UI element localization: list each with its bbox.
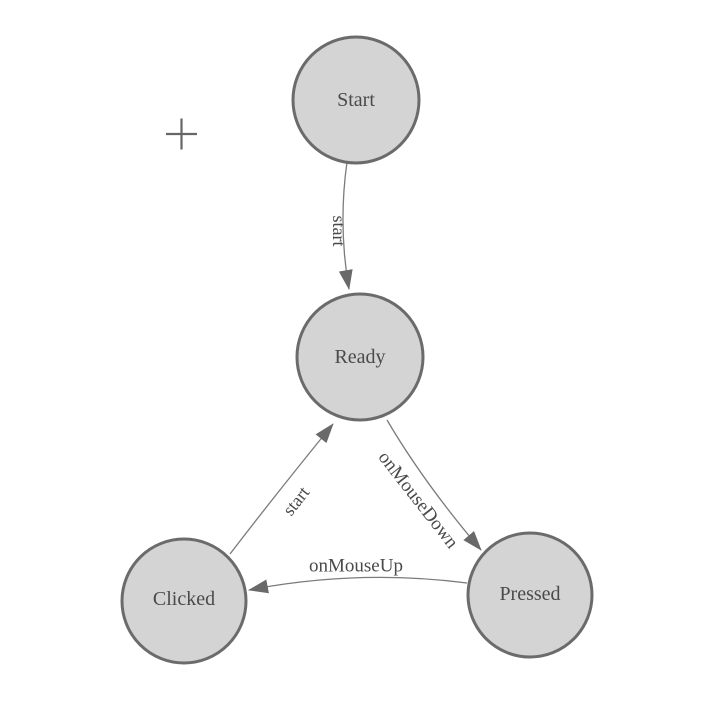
edge-start-to-ready-label: start bbox=[329, 216, 349, 247]
node-pressed-label: Pressed bbox=[499, 583, 560, 605]
edge-clicked-to-ready[interactable]: start bbox=[229, 423, 334, 555]
node-ready-label: Ready bbox=[334, 346, 385, 368]
node-clicked[interactable]: Clicked bbox=[120, 537, 248, 665]
plus-cursor-icon bbox=[166, 118, 197, 150]
edge-ready-to-pressed[interactable]: onMouseDown bbox=[374, 419, 482, 553]
node-ready-circle[interactable] bbox=[295, 292, 425, 422]
node-ready[interactable]: Ready bbox=[295, 292, 425, 422]
edge-start-to-ready[interactable]: start bbox=[329, 161, 353, 290]
edge-ready-to-pressed-label: onMouseDown bbox=[374, 447, 463, 553]
node-start-label: Start bbox=[337, 89, 375, 111]
edge-pressed-to-clicked-label: onMouseUp bbox=[309, 556, 403, 577]
node-clicked-label: Clicked bbox=[153, 588, 215, 610]
edge-pressed-to-clicked[interactable]: onMouseUp bbox=[248, 556, 468, 594]
edge-pressed-to-clicked-line[interactable] bbox=[248, 576, 468, 594]
node-start-circle[interactable] bbox=[291, 35, 421, 165]
node-start[interactable]: Start bbox=[291, 35, 421, 165]
edge-clicked-to-ready-line[interactable] bbox=[229, 423, 334, 555]
node-pressed[interactable]: Pressed bbox=[466, 531, 594, 659]
edge-start-to-ready-line[interactable] bbox=[338, 161, 353, 290]
edge-clicked-to-ready-label: start bbox=[279, 483, 314, 520]
edge-ready-to-pressed-line[interactable] bbox=[386, 419, 482, 551]
node-pressed-circle[interactable] bbox=[466, 531, 594, 659]
node-clicked-circle[interactable] bbox=[120, 537, 248, 665]
